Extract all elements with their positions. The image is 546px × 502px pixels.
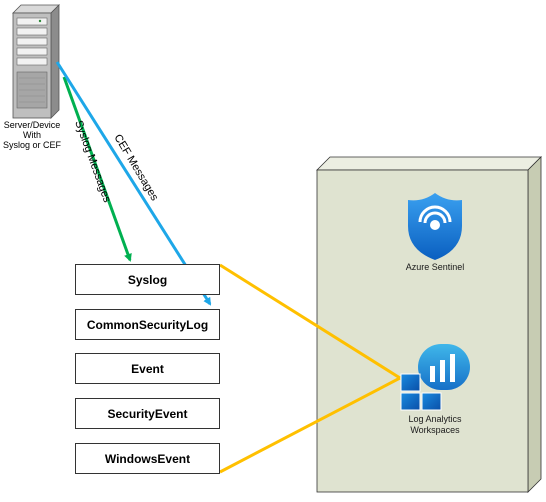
table-windowsevent: WindowsEvent: [75, 443, 220, 474]
syslog-messages-label: Syslog Messages: [72, 119, 113, 205]
syslog-arrow: [62, 76, 132, 262]
log-analytics-label-line: Workspaces: [410, 425, 460, 435]
table-commonsecuritylog: CommonSecurityLog: [75, 309, 220, 340]
log-analytics-label-line: Log Analytics: [408, 414, 462, 424]
log-analytics-label: Log Analytics Workspaces: [385, 414, 485, 436]
connector-windowsevent-to-workspace: [219, 376, 401, 474]
table-label: SecurityEvent: [107, 406, 188, 421]
table-label: Event: [131, 361, 164, 376]
cef-messages-label: CEF Messages: [111, 132, 160, 203]
table-securityevent: SecurityEvent: [75, 398, 220, 429]
table-syslog: Syslog: [75, 264, 220, 295]
server-label-line: Server/Device: [3, 120, 61, 130]
connector-syslog-to-workspace: [219, 263, 401, 380]
table-label: CommonSecurityLog: [86, 317, 209, 332]
azure-sentinel-label: Azure Sentinel: [405, 262, 465, 272]
cef-arrow: [55, 61, 212, 306]
table-label: WindowsEvent: [104, 451, 191, 466]
log-analytics-icon: [400, 344, 470, 411]
table-label: Syslog: [127, 272, 168, 287]
table-event: Event: [75, 353, 220, 384]
server-icon: [12, 4, 60, 119]
azure-sentinel-icon: [408, 193, 462, 260]
server-label-line: Syslog or CEF: [2, 140, 62, 150]
server-label: Server/Device With Syslog or CEF: [0, 120, 64, 150]
server-label-line: With: [23, 130, 41, 140]
